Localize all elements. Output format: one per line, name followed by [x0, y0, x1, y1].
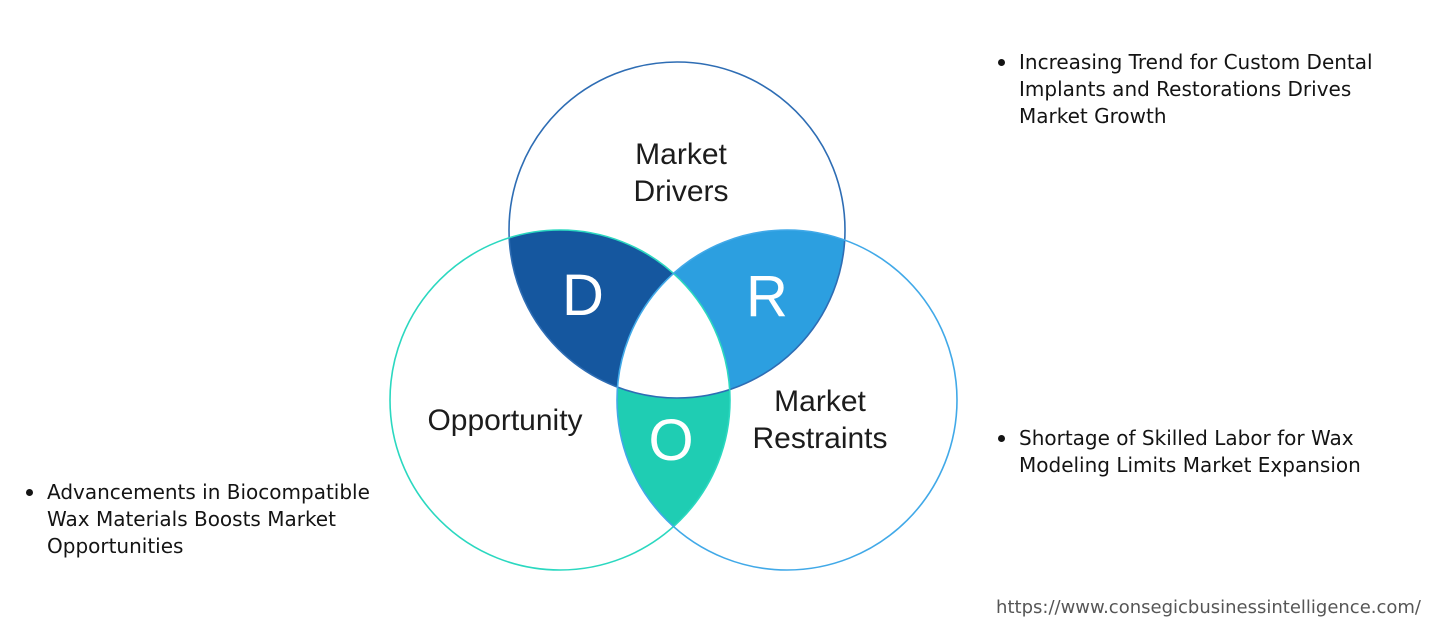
source-url: https://www.consegicbusinessintelligence…	[996, 597, 1421, 618]
restraints-note: Shortage of Skilled Labor for Wax Modeli…	[992, 425, 1439, 479]
opportunity-circle-outline	[389, 229, 731, 571]
opportunity-note-line3: Opportunities	[47, 534, 184, 558]
drivers-note: Increasing Trend for Custom Dental Impla…	[992, 49, 1439, 130]
drivers-note-line3: Market Growth	[1019, 104, 1167, 128]
restraints-note-line1: Shortage of Skilled Labor for Wax	[1019, 426, 1354, 450]
opportunity-note-line1: Advancements in Biocompatible	[47, 480, 370, 504]
drivers-note-line2: Implants and Restorations Drives	[1019, 77, 1352, 101]
region-center	[617, 230, 730, 398]
restraints-circle-outline	[616, 229, 958, 571]
bullet-dot-icon	[998, 435, 1005, 442]
bullet-dot-icon	[998, 59, 1005, 66]
opportunity-note: Advancements in Biocompatible Wax Materi…	[20, 479, 447, 560]
bullet-dot-icon	[26, 489, 33, 496]
drivers-circle-outline	[508, 61, 846, 399]
letter-r: R	[746, 264, 788, 329]
letter-d: D	[562, 263, 604, 328]
opportunity-note-line2: Wax Materials Boosts Market	[47, 507, 336, 531]
restraints-note-line2: Modeling Limits Market Expansion	[1019, 453, 1361, 477]
letter-o: O	[648, 408, 693, 473]
drivers-note-line1: Increasing Trend for Custom Dental	[1019, 50, 1373, 74]
